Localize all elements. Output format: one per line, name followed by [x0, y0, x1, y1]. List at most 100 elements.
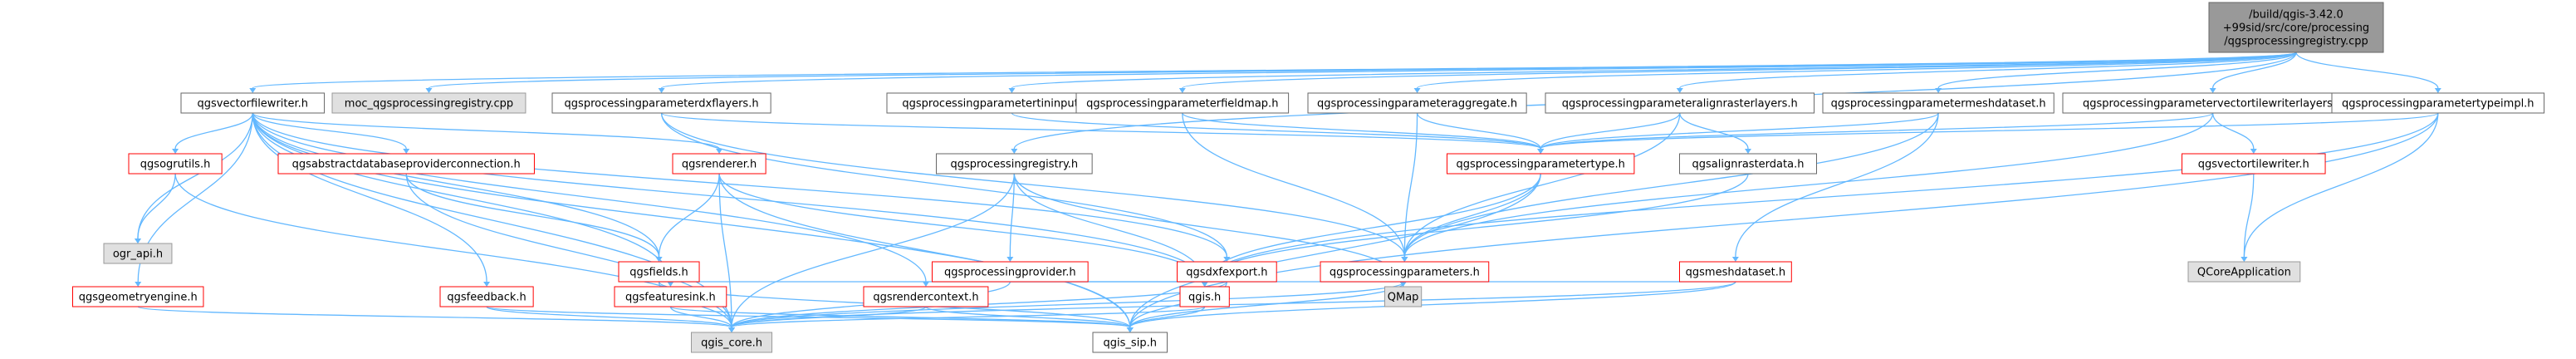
edge-geomengine-to-qgiscore — [137, 306, 732, 328]
node-label: qgsogrutils.h — [140, 159, 211, 171]
arrowhead-vectorfilewriter-to-renderer — [716, 149, 723, 154]
node-absdb[interactable]: qgsabstractdatabaseproviderconnection.h — [277, 153, 535, 175]
node-label: qgsprocessingparametervectortilewriterla… — [2083, 98, 2343, 111]
node-provider[interactable]: qgsprocessingprovider.h — [932, 261, 1089, 283]
arrowhead-meshdataset-to-meshdatasetcore — [1731, 257, 1739, 262]
node-box — [1447, 153, 1635, 175]
node-box — [1307, 92, 1527, 114]
edge-registry-to-qgiscore — [731, 173, 1015, 328]
node-qcoreapp[interactable]: QCoreApplication — [2187, 261, 2301, 283]
node-label: QMap — [1388, 292, 1419, 304]
node-box — [672, 153, 766, 175]
edge-featuresink-to-qgissip — [669, 306, 1131, 328]
node-label: qgsprocessingparameteraggregate.h — [1317, 98, 1517, 111]
arrowhead-root-to-aggregate — [1413, 88, 1421, 93]
node-box — [551, 92, 771, 114]
node-box — [1679, 261, 1792, 283]
arrowhead-vectorfilewriter-to-featuresink — [667, 282, 674, 287]
node-label: qgsmeshdataset.h — [1686, 267, 1785, 279]
arrowhead-vectorfilewriter-to-geomengine — [135, 282, 142, 287]
node-qgiscore[interactable]: qgis_core.h — [691, 332, 773, 353]
node-vectortilewriter[interactable]: qgsvectortilewriter.h — [2182, 153, 2326, 175]
node-qmap[interactable]: QMap — [1384, 286, 1423, 307]
node-label: qgsrendercontext.h — [873, 292, 978, 304]
node-label: qgsfeaturesink.h — [625, 292, 716, 304]
arrowhead-root-to-typeimpl — [2434, 88, 2441, 93]
edge-feedback-to-qgiscore — [486, 306, 732, 328]
edge-renderer-to-qgissip — [718, 173, 1131, 328]
node-dxfexport[interactable]: qgsdxfexport.h — [1177, 261, 1277, 283]
node-vectortile[interactable]: qgsprocessingparametervectortilewriterla… — [2062, 92, 2363, 114]
edge-renderer-to-qgiscore — [718, 173, 732, 328]
node-label: qgsrenderer.h — [682, 159, 757, 171]
node-label: qgsprocessingparametertype.h — [1457, 159, 1625, 171]
node-label: qgsgeometryengine.h — [79, 292, 198, 304]
arrowhead-root-to-vectorfilewriter — [249, 88, 257, 93]
node-meshdataset[interactable]: qgsprocessingparametermeshdataset.h — [1822, 92, 2054, 114]
node-aggregate[interactable]: qgsprocessingparameteraggregate.h — [1307, 92, 1527, 114]
node-label: qgsfields.h — [629, 267, 688, 279]
node-box — [863, 286, 989, 307]
edge-meshdataset-to-paramtype — [1540, 112, 1939, 150]
edge-root-to-moc — [428, 52, 2297, 89]
edge-fieldmap-to-parameters — [1182, 112, 1406, 258]
edge-aggregate-to-paramtype — [1416, 112, 1541, 150]
edge-root-to-fieldmap — [1182, 52, 2297, 89]
edge-vectorfilewriter-to-ograpi — [137, 112, 253, 239]
node-geomengine[interactable]: qgsgeometryengine.h — [72, 286, 204, 307]
node-box — [128, 153, 223, 175]
edge-meshdatasetcore-to-qgissip — [1129, 281, 1736, 328]
edge-renderer-to-fields — [658, 173, 720, 258]
node-feedback[interactable]: qgsfeedback.h — [439, 286, 534, 307]
graph-edges — [134, 52, 2441, 332]
node-label: +99sid/src/core/processing — [2223, 22, 2369, 35]
node-moc[interactable]: moc_qgsprocessingregistry.cpp — [331, 92, 526, 114]
edge-root-to-alignraster — [1679, 52, 2297, 89]
node-box — [618, 261, 700, 283]
node-meshdatasetcore[interactable]: qgsmeshdataset.h — [1679, 261, 1792, 283]
edge-vectorfilewriter-to-rendercontext — [252, 112, 927, 283]
edge-parameters-to-qgissip — [1129, 281, 1406, 328]
node-ograpi[interactable]: ogr_api.h — [103, 243, 173, 264]
graph-nodes: /build/qgis-3.42.0+99sid/src/core/proces… — [72, 2, 2545, 353]
node-alignraster[interactable]: qgsprocessingparameteralignrasterlayers.… — [1545, 92, 1815, 114]
node-box — [932, 261, 1089, 283]
node-qgissip[interactable]: qgis_sip.h — [1092, 332, 1168, 353]
node-parameters[interactable]: qgsprocessingparameters.h — [1320, 261, 1490, 283]
arrowhead-registry-to-provider — [1006, 257, 1014, 262]
node-box — [103, 243, 173, 264]
node-renderer[interactable]: qgsrenderer.h — [672, 153, 766, 175]
arrowhead-qgis-to-qgissip — [1126, 327, 1134, 332]
node-registry[interactable]: qgsprocessingregistry.h — [936, 153, 1093, 175]
edge-qgis-to-qgissip — [1129, 306, 1206, 328]
arrowhead-vectorfilewriter-to-absdb — [403, 149, 410, 154]
node-typeimpl[interactable]: qgsprocessingparametertypeimpl.h — [2331, 92, 2545, 114]
edge-absdb-to-fields — [405, 173, 660, 258]
node-alignrasterdata[interactable]: qgsalignrasterdata.h — [1679, 153, 1817, 175]
arrowhead-vectorfilewriter-to-ogrutils — [172, 149, 179, 154]
edge-root-to-meshdataset — [1937, 52, 2297, 89]
node-paramtype[interactable]: qgsprocessingparametertype.h — [1447, 153, 1635, 175]
edge-vectorfilewriter-to-renderer — [252, 112, 720, 150]
arrowhead-vectortile-to-vectortilewriter — [2250, 149, 2257, 154]
node-rendercontext[interactable]: qgsrendercontext.h — [863, 286, 989, 307]
node-fields[interactable]: qgsfields.h — [618, 261, 700, 283]
node-dxflayers[interactable]: qgsprocessingparameterdxflayers.h — [551, 92, 771, 114]
node-box — [614, 286, 727, 307]
node-featuresink[interactable]: qgsfeaturesink.h — [614, 286, 727, 307]
node-fieldmap[interactable]: qgsprocessingparameterfieldmap.h — [1075, 92, 1290, 114]
node-vectorfilewriter[interactable]: qgsvectorfilewriter.h — [180, 92, 326, 114]
node-qgis[interactable]: qgis.h — [1179, 286, 1230, 307]
edge-fieldmap-to-paramtype — [1182, 112, 1541, 150]
edge-vectorfilewriter-to-ogrutils — [174, 112, 253, 150]
node-box — [1822, 92, 2054, 114]
edge-root-to-dxflayers — [660, 52, 2297, 89]
node-box — [331, 92, 526, 114]
node-root[interactable]: /build/qgis-3.42.0+99sid/src/core/proces… — [2208, 2, 2384, 53]
node-label: moc_qgsprocessingregistry.cpp — [345, 98, 513, 111]
edge-vectortile-to-parameters — [1403, 112, 2214, 258]
edge-ogrutils-to-ograpi — [137, 173, 176, 239]
edge-paramtype-to-parameters — [1403, 173, 1541, 258]
node-box — [277, 153, 535, 175]
node-ogrutils[interactable]: qgsogrutils.h — [128, 153, 223, 175]
